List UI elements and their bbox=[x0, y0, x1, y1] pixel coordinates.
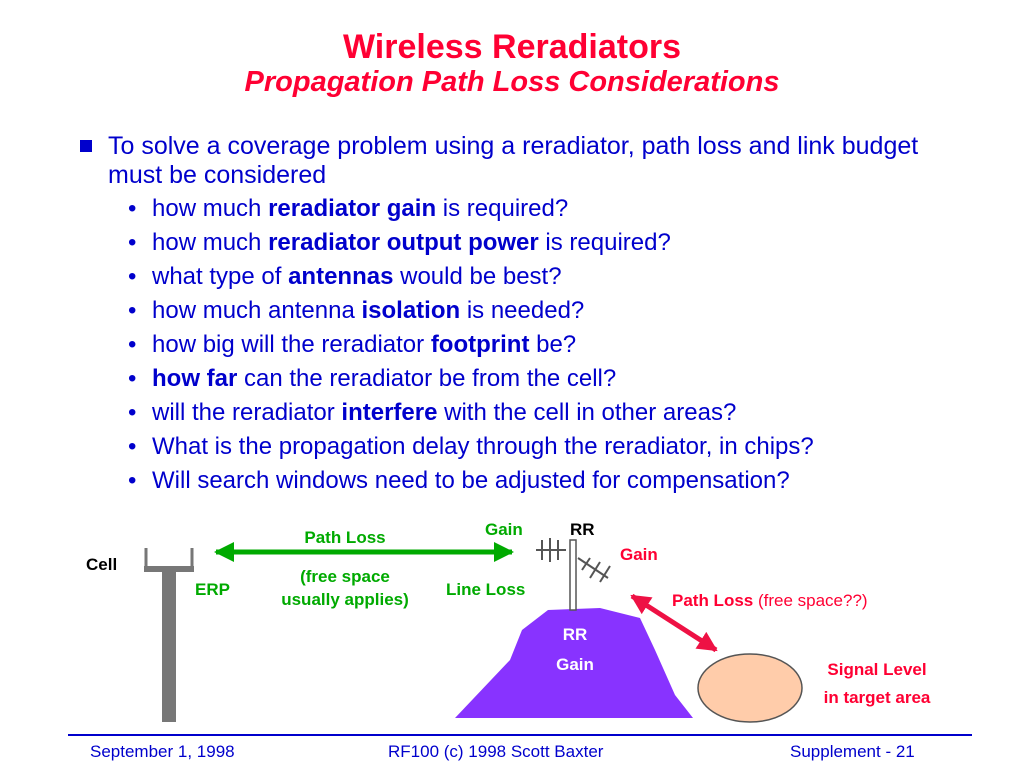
signal-level-line2: in target area bbox=[824, 688, 931, 707]
sub-bullet: •how far can the reradiator be from the … bbox=[128, 363, 988, 397]
bullet-dot-icon: • bbox=[128, 433, 137, 460]
bullet-dot-icon: • bbox=[128, 399, 137, 426]
reradiator-antenna-icon bbox=[536, 538, 611, 611]
signal-level-line1: Signal Level bbox=[827, 660, 926, 679]
square-bullet-icon bbox=[80, 140, 92, 152]
footer-page: Supplement - 21 bbox=[790, 742, 915, 761]
sub-bullet: •Will search windows need to be adjusted… bbox=[128, 465, 988, 499]
line-loss-label: Line Loss bbox=[446, 580, 525, 599]
main-bullet-text: To solve a coverage problem using a rera… bbox=[108, 132, 919, 189]
path-loss-diagram: Cell ERP Path Loss (free space usually a… bbox=[86, 520, 931, 723]
sub-bullet: •how much reradiator output power is req… bbox=[128, 227, 988, 261]
slide-title: Wireless Reradiators bbox=[343, 28, 681, 66]
bullet-dot-icon: • bbox=[128, 195, 137, 222]
sub-bullet: •how big will the reradiator footprint b… bbox=[128, 329, 988, 363]
gain-top-label: Gain bbox=[485, 520, 523, 539]
cell-tower-icon bbox=[144, 548, 194, 722]
cell-label: Cell bbox=[86, 555, 117, 574]
free-space-line2: usually applies) bbox=[281, 590, 409, 609]
slide-subtitle: Propagation Path Loss Considerations bbox=[244, 66, 780, 98]
path-loss-2-text: Path Loss (free space??) bbox=[672, 591, 868, 610]
sub-bullet: •what type of antennas would be best? bbox=[128, 261, 988, 295]
footer-divider bbox=[68, 734, 972, 736]
sub-bullet-list: •how much reradiator gain is required? •… bbox=[128, 193, 988, 499]
hill-rr-label: RR bbox=[563, 625, 588, 644]
bullet-dot-icon: • bbox=[128, 263, 137, 290]
footer-copyright: RF100 (c) 1998 Scott Baxter bbox=[388, 742, 604, 761]
sub-bullet: •will the reradiator interfere with the … bbox=[128, 397, 988, 431]
hill-gain-label: Gain bbox=[556, 655, 594, 674]
footer-date: September 1, 1998 bbox=[90, 742, 235, 761]
gain-right-label: Gain bbox=[620, 545, 658, 564]
bullet-dot-icon: • bbox=[128, 229, 137, 256]
erp-label: ERP bbox=[195, 580, 230, 599]
bullet-dot-icon: • bbox=[128, 365, 137, 392]
sub-bullet: •how much reradiator gain is required? bbox=[128, 193, 988, 227]
bullet-dot-icon: • bbox=[128, 331, 137, 358]
sub-bullet: •how much antenna isolation is needed? bbox=[128, 295, 988, 329]
path-loss-label: Path Loss bbox=[304, 528, 385, 547]
target-area-ellipse bbox=[697, 653, 803, 723]
bullet-dot-icon: • bbox=[128, 467, 137, 494]
sub-bullet: •What is the propagation delay through t… bbox=[128, 431, 988, 465]
title-block: Wireless Reradiators Propagation Path Lo… bbox=[0, 28, 1024, 98]
rr-label: RR bbox=[570, 520, 595, 539]
path-loss-2-arrow bbox=[630, 593, 718, 653]
free-space-line1: (free space bbox=[300, 567, 390, 586]
main-bullet: To solve a coverage problem using a rera… bbox=[80, 132, 960, 190]
bullet-dot-icon: • bbox=[128, 297, 137, 324]
